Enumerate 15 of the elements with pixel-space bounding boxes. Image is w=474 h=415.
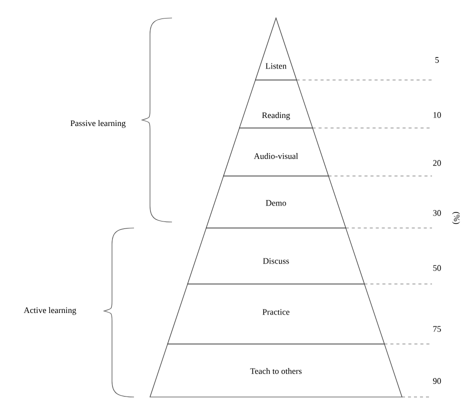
group-label: Passive learning bbox=[70, 120, 126, 128]
percent-value: 90 bbox=[433, 378, 441, 384]
percent-value: 10 bbox=[434, 112, 441, 118]
unit-label: (%) bbox=[452, 212, 460, 224]
percent-value: 50 bbox=[433, 265, 441, 271]
pyramid-band: Discuss bbox=[187, 228, 432, 284]
percent-value: 75 bbox=[433, 326, 441, 332]
percent-value: 30 bbox=[433, 210, 441, 216]
pyramid-band: Teach to others bbox=[150, 344, 432, 398]
group-label: Active learning bbox=[24, 307, 76, 315]
pyramid-band: Demo bbox=[206, 176, 432, 228]
pyramid-band: Audio-visual bbox=[223, 128, 432, 176]
percent-value: 20 bbox=[433, 160, 441, 166]
pyramid-band: Practice bbox=[167, 284, 432, 344]
percent-value: 5 bbox=[435, 57, 439, 63]
